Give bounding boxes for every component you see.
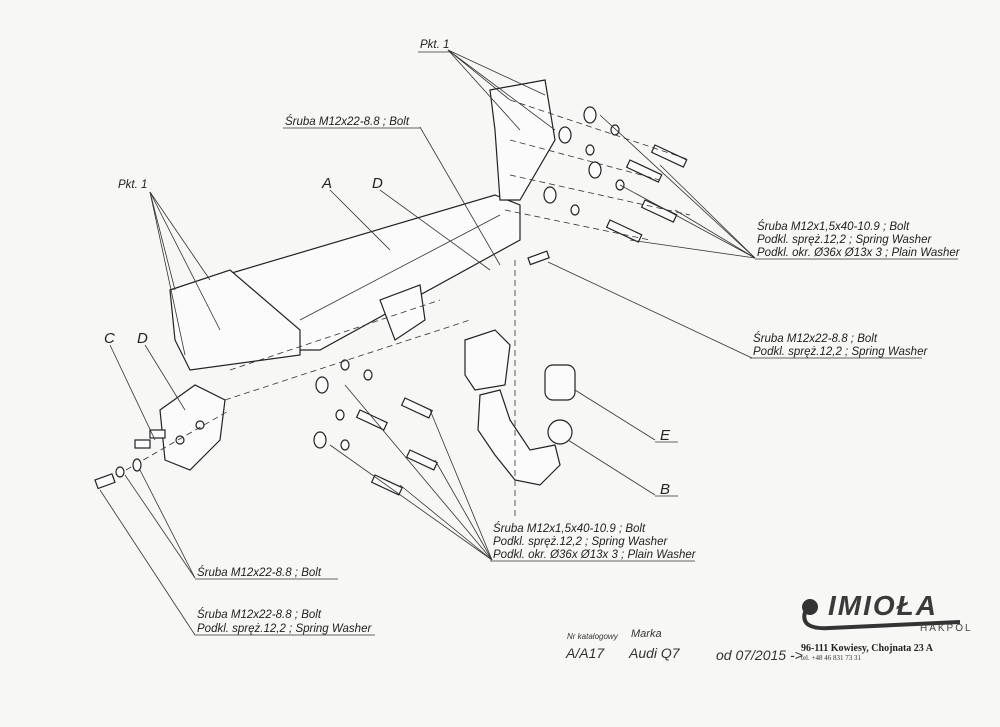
part-B-label: B	[660, 481, 670, 498]
svg-text:HAKPOL: HAKPOL	[920, 623, 973, 634]
part-D-top-label: D	[372, 175, 383, 192]
svg-text:Podkl. okr. Ø36x Ø13x 3 ; Pla: Podkl. okr. Ø36x Ø13x 3 ; Plain Washer	[493, 549, 697, 561]
brand-value: Audi Q7	[628, 645, 681, 661]
pkt1-left-label: Pkt. 1	[118, 179, 147, 191]
middle-label-block: Śruba M12x1,5x40-10.9 ; Bolt Podkl. sprę…	[490, 522, 697, 562]
company-logo: IMIOŁA HAKPOL	[802, 590, 973, 634]
tow-ball-B	[547, 419, 573, 445]
svg-text:Podkl. spręż.12,2 ; Spring Was: Podkl. spręż.12,2 ; Spring Washer	[493, 536, 668, 548]
svg-text:Śruba M12x22-8.8 ; Bolt: Śruba M12x22-8.8 ; Bolt	[753, 332, 878, 345]
svg-text:Podkl. spręż.12,2 ; Spring Was: Podkl. spręż.12,2 ; Spring Washer	[197, 623, 372, 635]
crossbar-A	[169, 79, 556, 371]
company-address: 96-111 Kowiesy, Chojnata 23 A	[801, 643, 934, 654]
svg-text:Podkl. okr. Ø36x Ø13x 3 ; Pla: Podkl. okr. Ø36x Ø13x 3 ; Plain Washer	[757, 247, 961, 259]
catalog-value: A/A17	[565, 645, 605, 661]
left-fasteners	[94, 429, 166, 490]
leader-lines	[99, 49, 756, 636]
part-E-label: E	[660, 427, 671, 444]
side-plate-C	[159, 384, 226, 471]
svg-text:Śruba M12x1,5x40-10.9 ; Bolt: Śruba M12x1,5x40-10.9 ; Bolt	[757, 220, 910, 233]
ball-cover-E	[544, 364, 576, 401]
brand-label: Marka	[631, 628, 662, 640]
bottom-left-bolt-label: Śruba M12x22-8.8 ; Bolt	[197, 566, 322, 579]
svg-text:Śruba M12x22-8.8 ; Bolt: Śruba M12x22-8.8 ; Bolt	[197, 608, 322, 621]
right-label-block-2: Śruba M12x22-8.8 ; Bolt Podkl. spręż.12,…	[750, 332, 928, 359]
bolt-top-label: Śruba M12x22-8.8 ; Bolt	[285, 115, 410, 128]
pkt1-top-label: Pkt. 1	[420, 39, 449, 51]
right-label-block-1: Śruba M12x1,5x40-10.9 ; Bolt Podkl. sprę…	[755, 220, 961, 260]
catalog-label: Nr katalogowy	[567, 632, 619, 641]
svg-text:IMIOŁA: IMIOŁA	[828, 590, 938, 621]
svg-text:Śruba M12x1,5x40-10.9 ; Bolt: Śruba M12x1,5x40-10.9 ; Bolt	[493, 522, 646, 535]
part-D-left-label: D	[137, 330, 148, 347]
date-range: od 07/2015 ->	[716, 647, 803, 663]
svg-text:Podkl. spręż.12,2 ; Spring Was: Podkl. spręż.12,2 ; Spring Washer	[753, 346, 928, 358]
title-block: Nr katalogowy A/A17 Marka Audi Q7 od 07/…	[565, 590, 973, 663]
part-C-label: C	[104, 330, 115, 347]
bottom-left-label-block: Śruba M12x22-8.8 ; Bolt Podkl. spręż.12,…	[195, 608, 375, 636]
hitch-bracket	[464, 329, 576, 486]
svg-text:Podkl. spręż.12,2 ; Spring Was: Podkl. spręż.12,2 ; Spring Washer	[757, 234, 932, 246]
part-A-label: A	[321, 175, 332, 192]
right-fasteners	[504, 99, 691, 266]
company-phone: tel. +48 46 831 73 31	[801, 654, 861, 662]
middle-fasteners	[99, 299, 471, 496]
